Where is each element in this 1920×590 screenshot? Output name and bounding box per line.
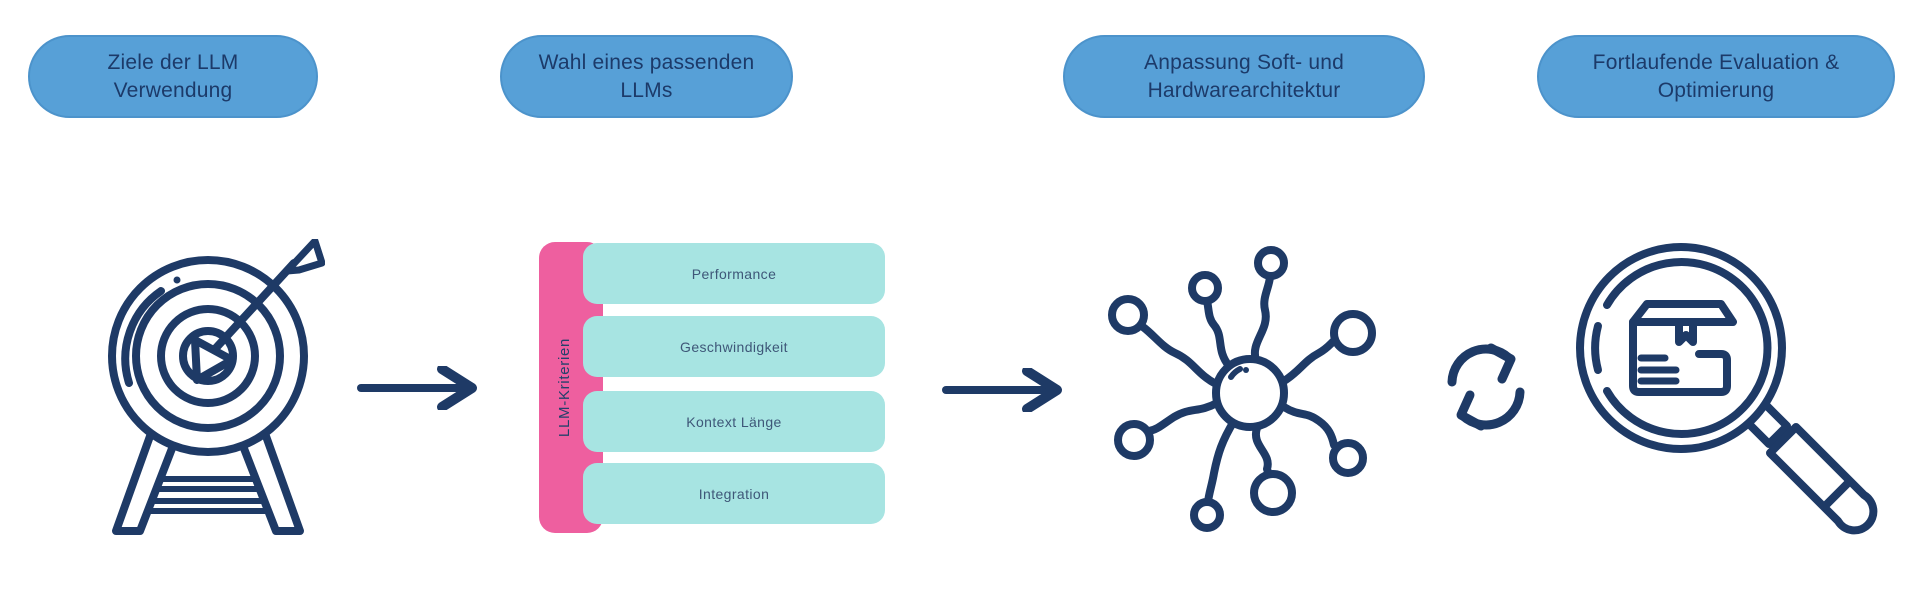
stage-2-pill: Wahl eines passenden LLMs [500,35,793,118]
magnifier-package-icon [1575,240,1893,562]
criteria-item: Performance [583,243,885,304]
stage-1-pill: Ziele der LLM Verwendung [28,35,318,118]
target-icon [91,239,325,541]
refresh-cycle-icon [1440,336,1532,438]
llm-criteria-list: LLM-Kriterien Performance Geschwindigkei… [539,242,885,534]
network-hub-icon [1103,240,1403,552]
arrow-right-icon [941,368,1081,412]
arrow-right-icon [356,366,496,410]
criteria-side-label: LLM-Kriterien [556,337,574,438]
stage-4-pill: Fortlaufende Evaluation & Optimierung [1537,35,1895,118]
criteria-item: Geschwindigkeit [583,316,885,377]
criteria-item: Kontext Länge [583,391,885,452]
stage-3-pill: Anpassung Soft- und Hardwarearchitektur [1063,35,1425,118]
criteria-item: Integration [583,463,885,524]
